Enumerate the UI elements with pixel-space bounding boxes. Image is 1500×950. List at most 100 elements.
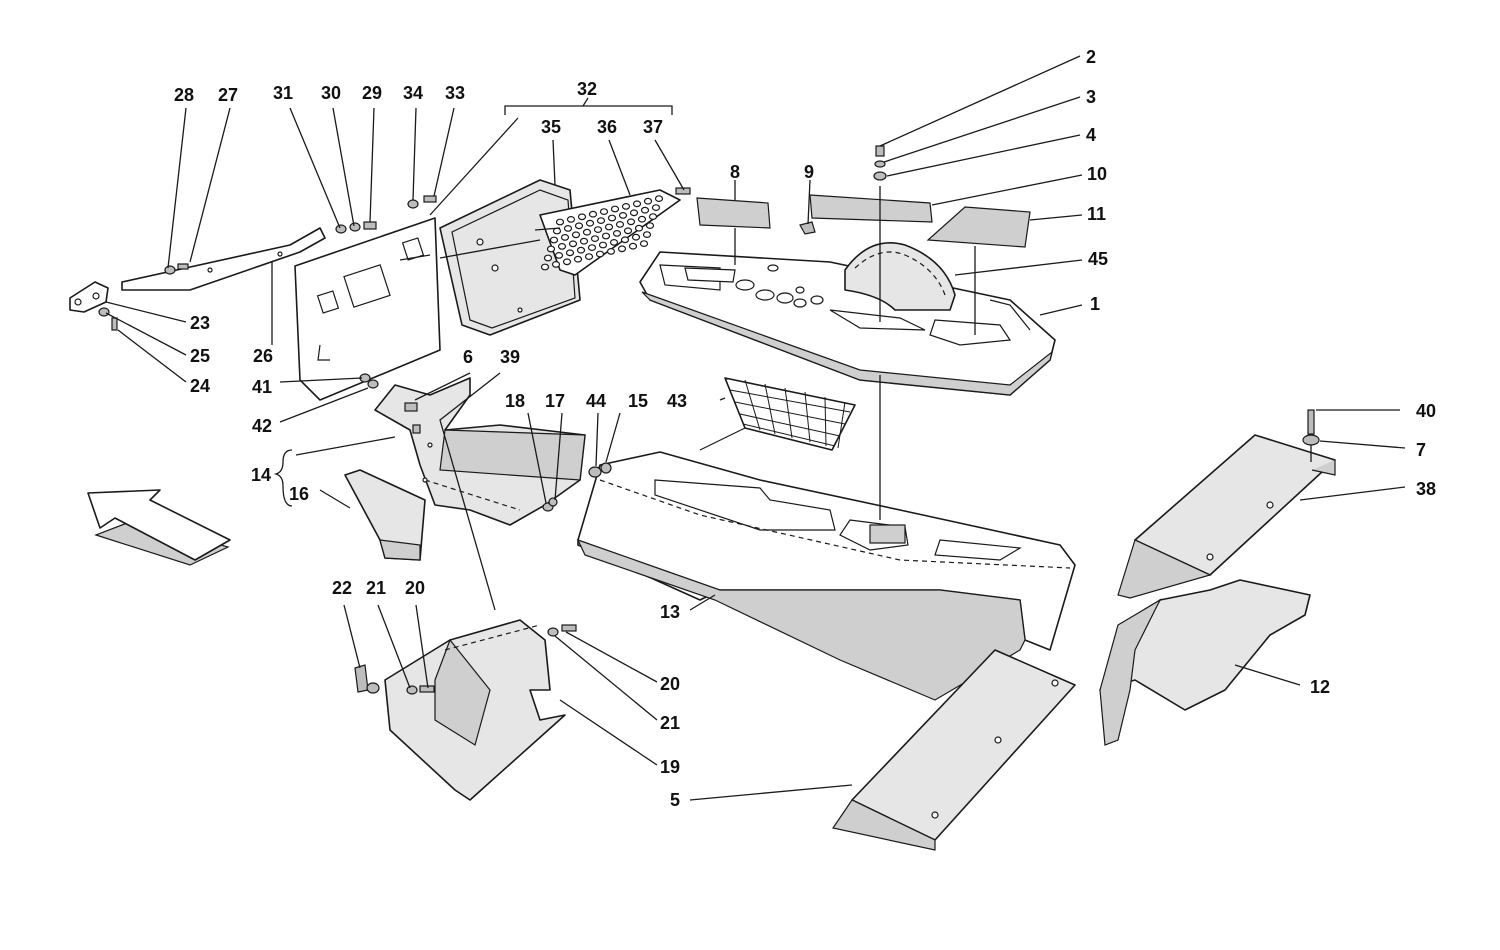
grille-hole	[639, 240, 649, 248]
grille-hole	[595, 250, 605, 258]
grille-hole	[651, 204, 661, 212]
washer	[335, 224, 347, 234]
floor-sill-front	[832, 649, 1076, 851]
grille-hole	[584, 253, 594, 261]
grille-hole	[565, 249, 575, 257]
grille-hole	[629, 209, 639, 217]
storage-net	[699, 377, 856, 451]
grille-hole	[628, 242, 638, 250]
grille-hole	[549, 236, 559, 244]
callout-28: 28	[174, 85, 194, 105]
grille-hole	[585, 219, 595, 227]
grille-hole	[554, 251, 564, 259]
mounting-plate	[294, 217, 441, 401]
grille-hole	[626, 218, 636, 226]
callout-22: 22	[332, 578, 352, 598]
grille-hole	[540, 263, 550, 271]
callout-6: 6	[463, 347, 473, 367]
grille-hole	[579, 237, 589, 245]
callout-30: 30	[321, 83, 341, 103]
screw	[111, 317, 118, 331]
footwell-carpet	[384, 619, 566, 801]
screw	[363, 221, 377, 230]
grille-hole	[587, 244, 597, 252]
grille-hole	[618, 211, 628, 219]
callout-29: 29	[362, 83, 382, 103]
grille-hole	[632, 200, 642, 208]
grille-hole	[596, 217, 606, 225]
callout-35: 35	[541, 117, 561, 137]
washer	[407, 199, 419, 209]
grille-hole	[607, 214, 617, 222]
grille-hole	[606, 247, 616, 255]
washer	[588, 466, 602, 478]
washer	[548, 497, 558, 507]
grille-hole	[640, 206, 650, 214]
grille-hole	[560, 233, 570, 241]
callout-32: 32	[577, 79, 597, 99]
grille-hole	[648, 213, 658, 221]
grille-hole	[601, 232, 611, 240]
callout-41: 41	[252, 377, 272, 397]
grille-hole	[546, 245, 556, 253]
grille-hole	[604, 223, 614, 231]
screw	[419, 685, 435, 693]
grille-hole	[643, 197, 653, 205]
washer	[547, 627, 559, 637]
callout-12: 12	[1310, 677, 1330, 697]
callout-24: 24	[190, 376, 210, 396]
callout-38: 38	[1416, 479, 1436, 499]
callout-39: 39	[500, 347, 520, 367]
grille-hole	[588, 210, 598, 218]
vent-grille	[539, 189, 681, 276]
screw	[404, 402, 418, 412]
callout-27: 27	[218, 85, 238, 105]
grille-hole	[576, 246, 586, 254]
callout-1: 1	[1090, 294, 1100, 314]
callout-36: 36	[597, 117, 617, 137]
callout-5: 5	[670, 790, 680, 810]
support-rod	[121, 227, 326, 291]
tray-pad	[696, 197, 771, 229]
grille-hole	[634, 224, 644, 232]
callout-44: 44	[586, 391, 606, 411]
callout-43: 43	[667, 391, 687, 411]
callout-37: 37	[643, 117, 663, 137]
callout-20b: 20	[660, 674, 680, 694]
tunnel-side-trim	[374, 377, 586, 526]
callout-16: 16	[289, 484, 309, 504]
grille-hole	[610, 205, 620, 213]
washer	[367, 379, 379, 389]
right-trim-panel	[1099, 579, 1311, 746]
callout-20a: 20	[405, 578, 425, 598]
callout-25: 25	[190, 346, 210, 366]
grille-hole	[631, 233, 641, 241]
callout-17: 17	[545, 391, 565, 411]
callout-10: 10	[1087, 164, 1107, 184]
screw	[423, 195, 437, 203]
tunnel-lower-cover	[576, 451, 1076, 701]
washer	[1302, 434, 1320, 446]
grille-hole	[555, 218, 565, 226]
grille-hole	[593, 226, 603, 234]
callout-3: 3	[1086, 87, 1096, 107]
grille-hole	[620, 236, 630, 244]
grille-hole	[645, 222, 655, 230]
grille-hole	[621, 202, 631, 210]
callout-34: 34	[403, 83, 423, 103]
screw	[177, 263, 189, 270]
grille-hole	[566, 215, 576, 223]
washer	[406, 685, 418, 695]
callout-7: 7	[1416, 440, 1426, 460]
grille-hole	[642, 231, 652, 239]
callout-13: 13	[660, 602, 680, 622]
callout-18: 18	[505, 391, 525, 411]
callout-14: 14	[251, 465, 271, 485]
screw	[412, 424, 421, 434]
armrest-pad	[809, 194, 933, 223]
grille-hole	[623, 227, 633, 235]
callout-33: 33	[445, 83, 465, 103]
grille-hole	[571, 231, 581, 239]
mounting-bracket	[69, 281, 109, 313]
